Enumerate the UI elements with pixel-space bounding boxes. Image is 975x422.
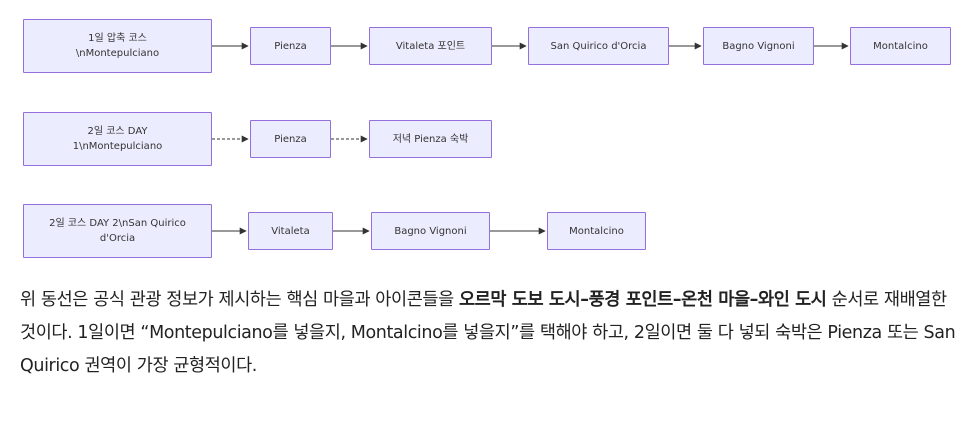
paragraph-text-2: 순서로 재배열한 것이다. 1일이면 “Montepulciano를 넣을지, … bbox=[20, 290, 956, 376]
flow1-node-montalcino: Montalcino bbox=[850, 27, 951, 65]
flow2-node-pienza-stay: 저녁 Pienza 숙박 bbox=[369, 120, 492, 158]
flow1-node-pienza: Pienza bbox=[250, 27, 331, 65]
explanation-paragraph: 위 동선은 공식 관광 정보가 제시하는 핵심 마을과 아이콘들을 오르막 도보… bbox=[20, 284, 960, 383]
paragraph-bold-route: 오르막 도보 도시–풍경 포인트–온천 마을–와인 도시 bbox=[458, 290, 827, 310]
flow1-node-montepulciano: 1일 압축 코스 \nMontepulciano bbox=[23, 19, 212, 73]
flow1-node-bagno-vignoni: Bagno Vignoni bbox=[703, 27, 814, 65]
flow1-node-vitaleta: Vitaleta 포인트 bbox=[369, 27, 492, 65]
flow-arrows bbox=[212, 42, 849, 235]
flow1-node-san-quirico: San Quirico d'Orcia bbox=[528, 27, 669, 65]
flow3-node-montalcino: Montalcino bbox=[547, 212, 646, 250]
flow3-node-vitaleta: Vitaleta bbox=[248, 212, 333, 250]
paragraph-text-1: 위 동선은 공식 관광 정보가 제시하는 핵심 마을과 아이콘들을 bbox=[20, 290, 459, 310]
flow3-node-san-quirico: 2일 코스 DAY 2\nSan Quirico d'Orcia bbox=[23, 204, 212, 258]
flow3-node-bagno-vignoni: Bagno Vignoni bbox=[371, 212, 490, 250]
flow2-node-montepulciano: 2일 코스 DAY 1\nMontepulciano bbox=[23, 112, 212, 166]
flow2-node-pienza: Pienza bbox=[250, 120, 331, 158]
